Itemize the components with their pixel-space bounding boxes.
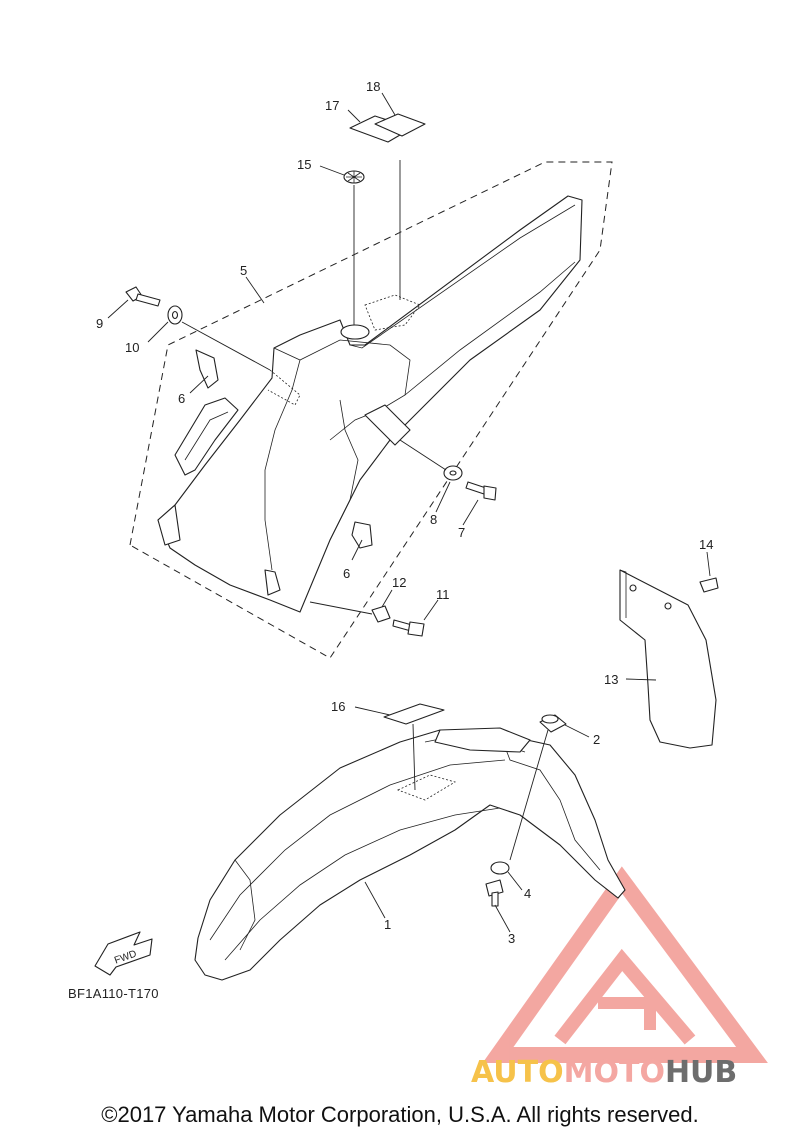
mud-flap — [619, 569, 717, 749]
callout-2: 2 — [593, 732, 600, 747]
collar-12 — [371, 605, 391, 623]
brand-moto: MOTO — [563, 1055, 665, 1090]
callout-1: 1 — [384, 917, 391, 932]
callout-numbers: 18 17 15 5 9 10 6 8 7 6 12 11 14 13 16 2… — [96, 79, 713, 946]
callout-18: 18 — [366, 79, 380, 94]
rear-fender-assembly-outline — [129, 161, 613, 659]
callout-6-upper: 6 — [178, 391, 185, 406]
callout-15: 15 — [297, 157, 311, 172]
rear-fender-side-flap — [174, 397, 239, 476]
drawing-code: BF1A110-T170 — [68, 986, 159, 1001]
watermark-brand: AUTOMOTOHUB — [471, 1055, 737, 1090]
screw-14 — [699, 577, 719, 593]
leader-lines — [107, 92, 711, 933]
callout-7: 7 — [458, 525, 465, 540]
callout-4: 4 — [524, 886, 531, 901]
collar-8 — [443, 465, 463, 481]
automotohub-logo — [482, 866, 768, 1063]
front-fender — [194, 727, 626, 981]
fwd-arrow-icon: FWD — [94, 931, 153, 976]
rear-fender — [157, 195, 583, 613]
flange-bolt-7 — [465, 481, 497, 501]
collar-2 — [539, 714, 567, 733]
clip-nut-lower — [351, 521, 373, 549]
flange-bolt-9 — [125, 286, 161, 307]
flange-bolt-11 — [392, 619, 425, 637]
label-sticker-18 — [374, 113, 426, 137]
callout-5: 5 — [240, 263, 247, 278]
callout-6-lower: 6 — [343, 566, 350, 581]
flange-bolt-3 — [485, 879, 504, 907]
callout-11: 11 — [436, 587, 450, 602]
clip-nut-upper — [195, 349, 219, 389]
copyright-notice: ©2017 Yamaha Motor Corporation, U.S.A. A… — [101, 1102, 699, 1127]
callout-10: 10 — [125, 340, 139, 355]
callout-12: 12 — [392, 575, 406, 590]
callout-17: 17 — [325, 98, 339, 113]
callout-14: 14 — [699, 537, 713, 552]
callout-16: 16 — [331, 699, 345, 714]
collar-10 — [167, 305, 183, 325]
collar-4 — [490, 861, 510, 875]
brand-auto: AUTO — [471, 1055, 564, 1090]
callout-8: 8 — [430, 512, 437, 527]
label-sticker-16 — [383, 703, 445, 725]
callout-3: 3 — [508, 931, 515, 946]
brand-hub: HUB — [664, 1055, 738, 1090]
callout-9: 9 — [96, 316, 103, 331]
grommet — [343, 170, 365, 184]
callout-13: 13 — [604, 672, 618, 687]
